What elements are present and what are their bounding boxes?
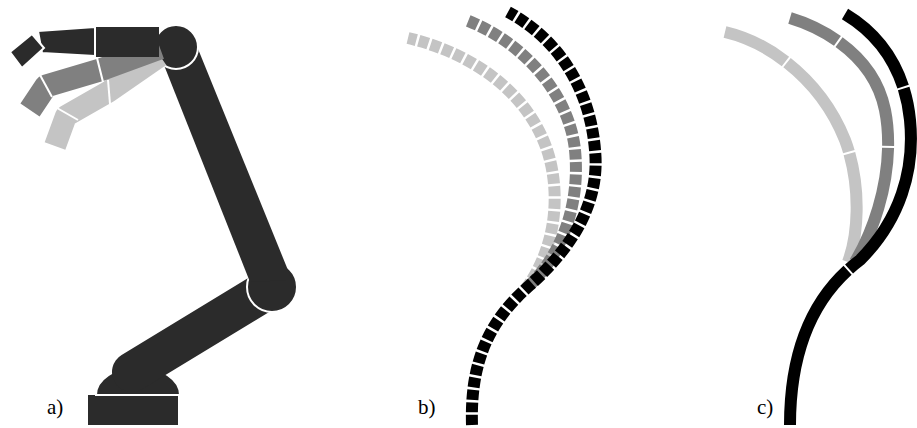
upper-link xyxy=(158,44,292,282)
panel-label: a) xyxy=(47,397,63,418)
continuous-curves xyxy=(725,14,911,425)
finger-tip xyxy=(10,34,44,68)
panel-label: b) xyxy=(418,397,436,418)
curve-dark xyxy=(790,14,911,425)
finger-mid xyxy=(30,48,160,110)
arm-base xyxy=(88,395,178,425)
panel-label: c) xyxy=(757,397,773,418)
curve-mid xyxy=(790,18,888,262)
finger-joint xyxy=(108,80,110,104)
finger-joint xyxy=(40,75,52,97)
finger-dark xyxy=(38,27,95,56)
finger-joint xyxy=(97,58,103,82)
rigid-arm xyxy=(10,25,297,425)
finger-joint xyxy=(57,108,78,120)
segmented-continuum xyxy=(408,12,596,425)
curve-dark xyxy=(472,12,596,425)
curve-light xyxy=(408,38,555,290)
palm xyxy=(95,27,159,57)
curve-light xyxy=(725,32,857,262)
